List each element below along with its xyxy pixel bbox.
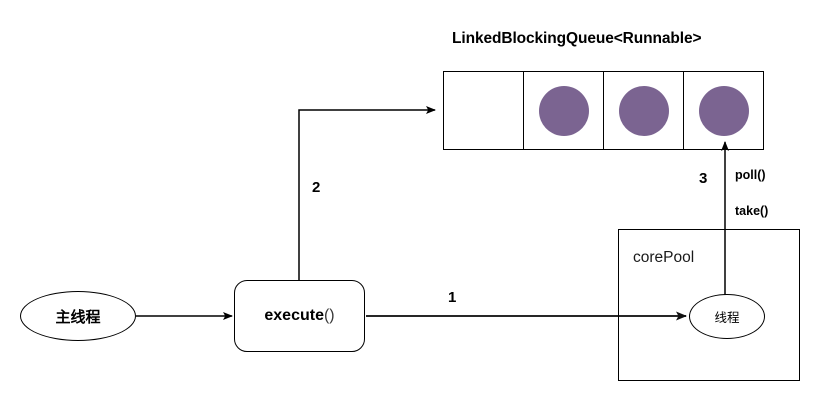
worker-thread-label: 线程 <box>714 311 740 325</box>
execute-node: execute() <box>234 280 365 352</box>
linked-blocking-queue <box>443 71 764 150</box>
arrow-execute-to-queue <box>298 106 436 280</box>
main-thread-node: 主线程 <box>20 291 136 341</box>
core-pool-label: corePool <box>633 249 695 266</box>
step-number-2: 2 <box>312 179 321 196</box>
poll-method-label: poll() <box>735 168 766 182</box>
core-pool-container <box>618 229 800 381</box>
take-method-label: take() <box>735 204 769 218</box>
task-circle <box>618 85 669 136</box>
queue-title: LinkedBlockingQueue<Runnable> <box>452 30 702 47</box>
execute-parens: () <box>323 307 335 324</box>
step-number-1: 1 <box>448 289 457 306</box>
execute-label: execute() <box>264 307 334 325</box>
execute-method-name: execute <box>264 307 324 324</box>
main-thread-label: 主线程 <box>55 308 101 326</box>
queue-cell-3 <box>604 72 684 149</box>
step-number-3: 3 <box>699 170 708 187</box>
task-circle <box>698 85 749 136</box>
worker-thread-node: 线程 <box>689 294 765 339</box>
task-circle <box>538 85 589 136</box>
queue-cell-4 <box>684 72 763 149</box>
queue-cell-1 <box>444 72 524 149</box>
queue-cell-2 <box>524 72 604 149</box>
